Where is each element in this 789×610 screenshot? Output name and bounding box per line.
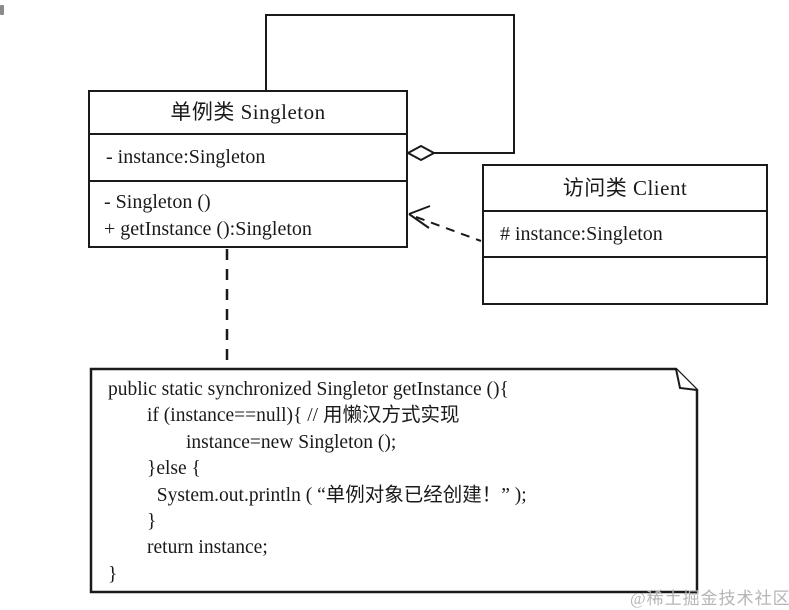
code-line: return instance;: [108, 537, 268, 559]
client-class-methods: [484, 258, 766, 303]
singleton-class-box: 单例类 Singleton - instance:Singleton - Sin…: [88, 90, 408, 248]
code-line: }else {: [108, 458, 201, 480]
singleton-method: + getInstance ():Singleton: [104, 218, 312, 240]
singleton-method: - Singleton (): [104, 191, 211, 213]
singleton-class-attributes: - instance:Singleton: [90, 135, 406, 182]
code-note: public static synchronized Singletor get…: [108, 377, 527, 588]
singleton-class-title: 单例类 Singleton: [90, 92, 406, 135]
watermark: @稀土掘金技术社区: [630, 589, 789, 608]
code-line: public static synchronized Singletor get…: [108, 379, 509, 400]
aggregation-diamond-icon: [405, 144, 437, 162]
singleton-attribute: - instance:Singleton: [106, 146, 266, 168]
code-line: System.out.println ( “单例对象已经创建！” );: [108, 484, 527, 506]
code-line: if (instance==null){ // 用懒汉方式实现: [108, 405, 460, 427]
client-attribute: # instance:Singleton: [500, 223, 663, 245]
scan-artifact: [0, 5, 4, 15]
singleton-class-methods: - Singleton () + getInstance ():Singleto…: [90, 182, 406, 243]
code-line: instance=new Singleton ();: [108, 431, 397, 453]
client-class-box: 访问类 Client # instance:Singleton: [482, 164, 768, 305]
code-line: }: [108, 563, 118, 585]
note-fold-icon: [675, 368, 698, 391]
dependency-line: [415, 216, 482, 242]
code-line: }: [108, 511, 157, 533]
client-class-attributes: # instance:Singleton: [484, 212, 766, 258]
code-note-outline: [89, 367, 699, 594]
client-class-title: 访问类 Client: [484, 166, 766, 212]
dependency-arrowhead-icon: [408, 205, 431, 229]
